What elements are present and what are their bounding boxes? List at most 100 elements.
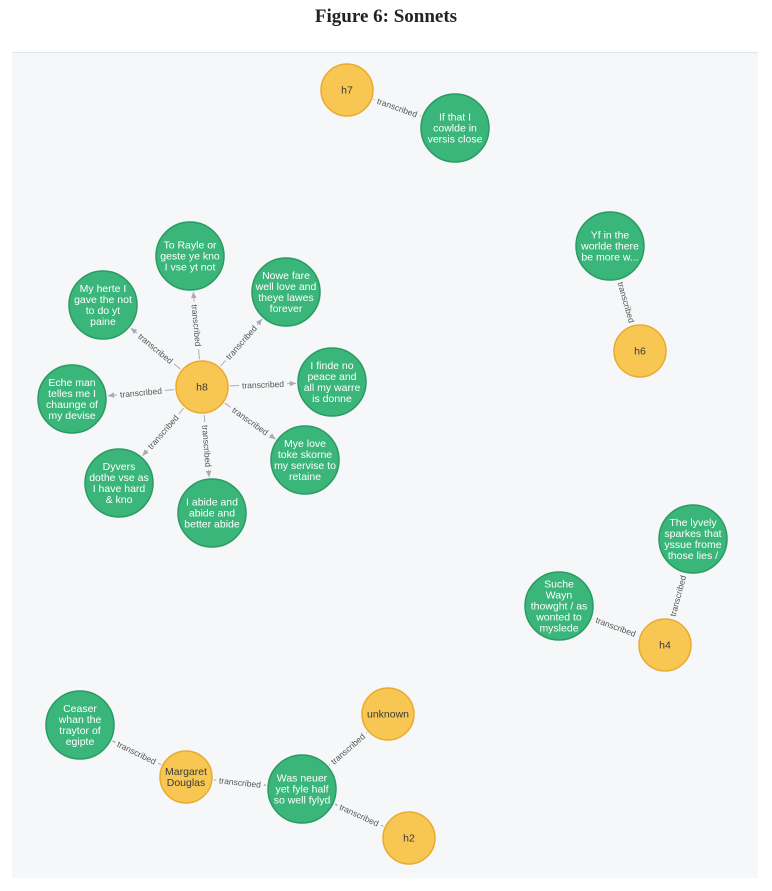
node-label-line: telles me I — [48, 388, 96, 400]
edge-label-bg — [112, 736, 161, 768]
edge-h8-p_nowe[interactable]: transcribed — [220, 318, 263, 367]
person-node-circle[interactable] — [175, 360, 229, 414]
poem-node-circle[interactable] — [177, 478, 247, 548]
node-label-line: is donne — [312, 393, 352, 405]
edge-label: transcribed — [668, 574, 688, 617]
poem-node-circle[interactable] — [420, 93, 490, 163]
edge-h4-p_suche[interactable]: transcribed — [591, 612, 641, 640]
edge-h4-p_lyvely[interactable]: transcribed — [666, 571, 689, 621]
edge-h2-p_neuer[interactable]: transcribed — [334, 799, 384, 830]
node-label-line: unknown — [367, 709, 409, 721]
graph-svg[interactable]: transcribed transcribed transcribed transcr… — [12, 53, 758, 878]
node-label-line: chaunge of — [46, 399, 98, 411]
edge-label: transcribed — [200, 425, 213, 468]
edge-h8-p_dyvers[interactable]: transcribed — [142, 407, 185, 457]
edge-h8-p_eche[interactable]: transcribed — [107, 384, 175, 400]
node-label-line: gave the not — [74, 294, 132, 306]
node-h4[interactable]: h4 — [638, 618, 692, 672]
node-unknown[interactable]: unknown — [361, 687, 415, 741]
edge-label: transcribed — [120, 386, 163, 400]
node-label-line: wonted to — [535, 612, 582, 624]
poem-node-circle[interactable] — [524, 571, 594, 641]
edge-h8-p_abide[interactable]: transcribed — [199, 414, 215, 478]
node-label-line: I abide and — [186, 497, 238, 509]
edge-margaret-p_neuer[interactable]: transcribed — [213, 774, 267, 791]
edge-h6-p_yf[interactable]: transcribed — [614, 277, 639, 327]
poem-node-circle[interactable] — [45, 690, 115, 760]
person-node-circle[interactable] — [638, 618, 692, 672]
edge-label: transcribed — [376, 96, 419, 119]
node-label-line: h2 — [403, 833, 415, 845]
node-label-line: Dyvers — [103, 461, 136, 473]
poem-node-circle[interactable] — [155, 221, 225, 291]
poem-node-circle[interactable] — [575, 211, 645, 281]
edge-label-bg — [215, 774, 265, 791]
node-label-line: If that I — [439, 112, 471, 124]
node-h2[interactable]: h2 — [382, 811, 436, 865]
edge-label: transcribed — [594, 615, 637, 639]
node-label-line: myslede — [539, 623, 578, 635]
person-node-circle[interactable] — [320, 63, 374, 117]
poem-node-circle[interactable] — [84, 448, 154, 518]
graph-canvas[interactable]: transcribed transcribed transcribed transcr… — [12, 52, 758, 878]
poem-node-circle[interactable] — [37, 364, 107, 434]
node-h8[interactable]: h8 — [175, 360, 229, 414]
poem-node-circle[interactable] — [251, 257, 321, 327]
node-label-line: versis close — [428, 134, 483, 146]
edge-h8-p_finde[interactable]: transcribed — [229, 377, 297, 391]
poem-node-circle[interactable] — [267, 754, 337, 824]
edge-h8-p_herte[interactable]: transcribed — [130, 327, 181, 370]
figure-caption: Figure 6: Sonnets — [314, 6, 458, 27]
node-label-line: I have hard — [93, 483, 146, 495]
node-label-line: To Rayle or — [163, 240, 217, 252]
poem-node-circle[interactable] — [297, 347, 367, 417]
edge-unknown-p_neuer[interactable]: transcribed — [325, 728, 370, 769]
node-label-line: those lies / — [668, 550, 718, 562]
node-label-line: to do yt — [86, 305, 121, 317]
person-node-circle[interactable] — [159, 750, 213, 804]
person-node-circle[interactable] — [361, 687, 415, 741]
node-label-line: geste ye kno — [160, 251, 220, 263]
edge-h8-p_rayle[interactable]: transcribed — [189, 291, 205, 360]
edge-label: transcribed — [616, 281, 637, 324]
edge-label-bg — [116, 384, 166, 400]
poem-node-circle[interactable] — [68, 270, 138, 340]
edge-label-bg — [591, 612, 641, 640]
edge-label: transcribed — [219, 775, 262, 789]
node-label-line: Mye love — [284, 438, 326, 450]
node-label-line: yet fyle half — [275, 784, 328, 796]
edge-label: transcribed — [146, 413, 181, 452]
person-node-circle[interactable] — [382, 811, 436, 865]
person-node-circle[interactable] — [613, 324, 667, 378]
node-label-line: Yf in the — [591, 230, 630, 242]
node-label-line: h4 — [659, 640, 671, 652]
poem-node-circle[interactable] — [270, 425, 340, 495]
node-label-line: h8 — [196, 382, 208, 394]
node-label-line: Douglas — [167, 777, 206, 789]
node-h7[interactable]: h7 — [320, 63, 374, 117]
edge-h7-p_close[interactable]: transcribed — [372, 94, 422, 121]
node-label-line: traytor of — [59, 725, 101, 737]
edge-h8-p_mye[interactable]: transcribed — [224, 402, 276, 440]
node-label-line: I vse yt not — [165, 262, 216, 274]
node-label-line: I finde no — [310, 360, 353, 372]
edge-margaret-p_ceaser[interactable]: transcribed — [112, 736, 162, 768]
poem-node-circle[interactable] — [658, 504, 728, 574]
node-h6[interactable]: h6 — [613, 324, 667, 378]
